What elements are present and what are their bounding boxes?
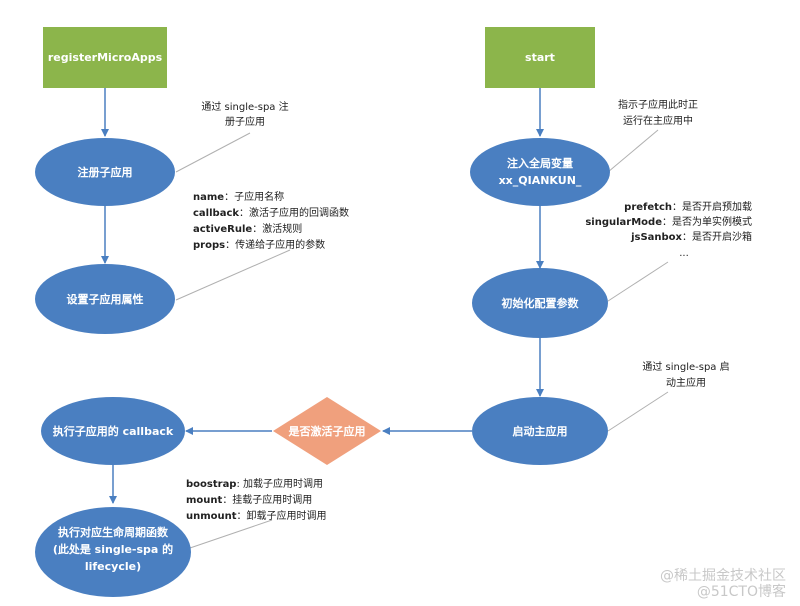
register-sub-app-label: 注册子应用 xyxy=(78,165,133,179)
launch-main-app-label: 启动主应用 xyxy=(513,424,568,438)
launch-main-app-node: 启动主应用 xyxy=(472,397,608,465)
watermark-line: @稀土掘金技术社区 xyxy=(660,568,786,584)
note-line: 指示子应用此时正 xyxy=(618,98,698,111)
exec-callback-node: 执行子应用的 callback xyxy=(41,397,185,465)
callout-line xyxy=(607,129,659,173)
callout-line xyxy=(175,249,291,301)
note-init-config: prefetch：是否开启预加载 singularMode：是否为单实例模式 j… xyxy=(585,200,752,259)
register-micro-apps-label: registerMicroApps xyxy=(48,51,163,64)
exec-callback-label: 执行子应用的 callback xyxy=(53,424,174,438)
inject-global-line2: xx_QIANKUN_ xyxy=(499,174,582,187)
note-launch-main-app: 通过 single-spa 启 动主应用 xyxy=(642,360,729,389)
note-line: 册子应用 xyxy=(225,115,265,128)
callout-lines xyxy=(175,129,669,549)
note-line: activeRule：激活规则 xyxy=(193,222,302,235)
exec-lifecycle-line1: 执行对应生命周期函数 xyxy=(58,525,169,539)
note-line: 通过 single-spa 启 xyxy=(642,360,729,373)
register-micro-apps-node: registerMicroApps xyxy=(43,27,167,88)
callout-line xyxy=(175,132,251,173)
note-line: props：传递给子应用的参数 xyxy=(193,238,325,251)
callout-line xyxy=(604,261,669,304)
exec-lifecycle-line2: (此处是 single-spa 的 xyxy=(53,542,173,556)
note-register-single-spa: 通过 single-spa 注 册子应用 xyxy=(201,100,288,128)
exec-lifecycle-node: 执行对应生命周期函数 (此处是 single-spa 的 lifecycle) xyxy=(35,507,191,597)
note-line: singularMode：是否为单实例模式 xyxy=(585,215,752,228)
callout-line xyxy=(607,391,669,432)
decision-label: 是否激活子应用 xyxy=(288,424,366,438)
inject-global-node: 注入全局变量 xx_QIANKUN_ xyxy=(470,138,610,206)
start-node: start xyxy=(485,27,595,88)
note-lifecycle: boostrap: 加载子应用时调用 mount：挂载子应用时调用 unmoun… xyxy=(186,477,327,522)
note-line: 运行在主应用中 xyxy=(623,114,693,127)
note-inject-global: 指示子应用此时正 运行在主应用中 xyxy=(618,98,698,127)
exec-lifecycle-line3: lifecycle) xyxy=(85,560,141,573)
register-sub-app-node: 注册子应用 xyxy=(35,138,175,206)
note-sub-app-props: name：子应用名称 callback：激活子应用的回调函数 activeRul… xyxy=(193,190,349,251)
note-line: callback：激活子应用的回调函数 xyxy=(193,206,349,219)
note-line: jsSanbox：是否开启沙箱 xyxy=(630,230,752,243)
init-config-label: 初始化配置参数 xyxy=(502,296,580,310)
watermark: @稀土掘金技术社区 @51CTO博客 xyxy=(660,568,786,600)
note-line: ... xyxy=(679,248,689,259)
note-line: mount：挂载子应用时调用 xyxy=(186,493,312,506)
note-line: 动主应用 xyxy=(666,376,706,389)
note-line: prefetch：是否开启预加载 xyxy=(624,200,752,213)
note-line: name：子应用名称 xyxy=(193,190,284,203)
connectors xyxy=(101,88,544,504)
start-label: start xyxy=(525,51,555,64)
decision-node: 是否激活子应用 xyxy=(273,397,381,465)
watermark-line: @51CTO博客 xyxy=(697,583,786,600)
init-config-node: 初始化配置参数 xyxy=(472,268,608,338)
note-line: 通过 single-spa 注 xyxy=(201,100,288,113)
note-line: boostrap: 加载子应用时调用 xyxy=(186,477,323,490)
note-line: unmount：卸载子应用时调用 xyxy=(186,509,327,522)
inject-global-line1: 注入全局变量 xyxy=(507,156,573,170)
set-sub-app-props-node: 设置子应用属性 xyxy=(35,264,175,334)
callout-line xyxy=(189,519,273,549)
set-sub-app-props-label: 设置子应用属性 xyxy=(67,292,144,306)
